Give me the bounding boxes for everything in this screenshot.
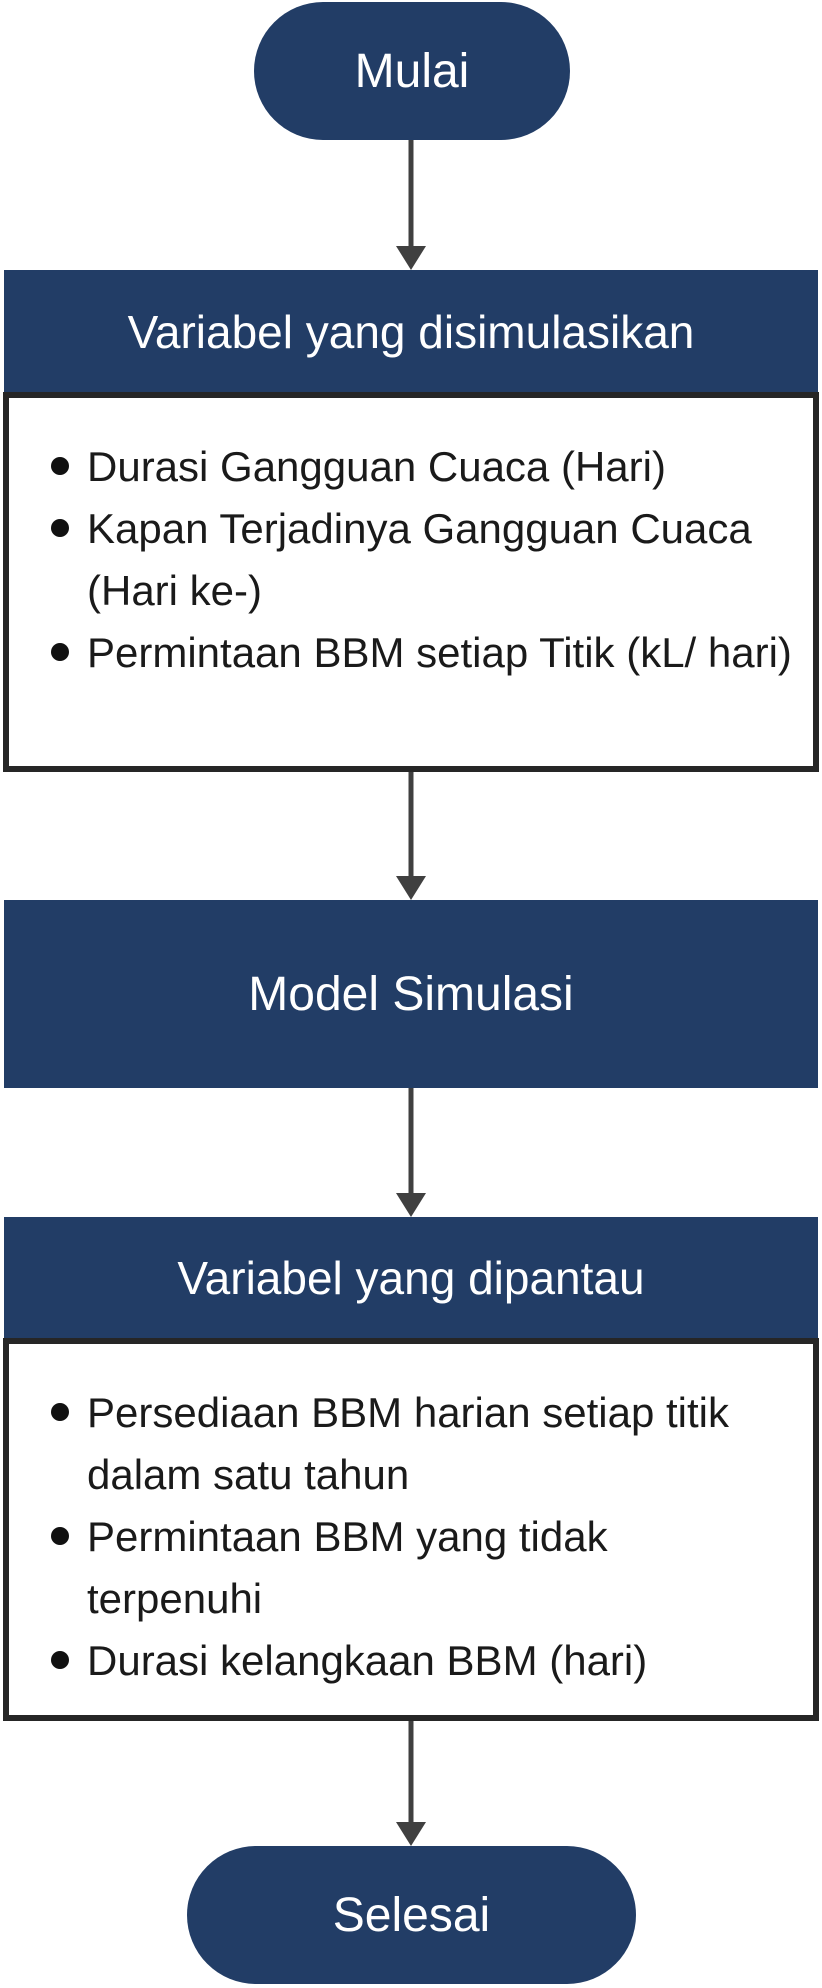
monitored-variables-list: Persediaan BBM harian setiap titik dalam…	[51, 1382, 793, 1692]
list-item-text: Durasi Gangguan Cuaca (Hari)	[87, 443, 666, 490]
monitored-variables-header: Variabel yang dipantau	[4, 1217, 818, 1339]
bullet-icon	[51, 1651, 69, 1669]
simulated-variables-header: Variabel yang disimulasikan	[4, 270, 818, 394]
monitored-variables-box: Persediaan BBM harian setiap titik dalam…	[3, 1338, 819, 1721]
bullet-icon	[51, 457, 69, 475]
bullet-icon	[51, 1403, 69, 1421]
monitored-variables-title: Variabel yang dipantau	[177, 1252, 645, 1304]
arrowhead-model-to-monitored	[396, 1193, 426, 1217]
simulation-model-label: Model Simulasi	[248, 967, 574, 1021]
list-item: Kapan Terjadinya Gangguan Cuaca (Hari ke…	[51, 498, 793, 622]
list-item-text: Permintaan BBM yang tidak terpenuhi	[87, 1513, 608, 1622]
end-terminal: Selesai	[187, 1846, 636, 1984]
list-item: Permintaan BBM setiap Titik (kL/ hari)	[51, 622, 793, 684]
list-item: Durasi kelangkaan BBM (hari)	[51, 1630, 793, 1692]
simulated-variables-list: Durasi Gangguan Cuaca (Hari) Kapan Terja…	[51, 436, 793, 684]
simulated-variables-box: Durasi Gangguan Cuaca (Hari) Kapan Terja…	[3, 392, 819, 772]
simulated-variables-title: Variabel yang disimulasikan	[127, 306, 695, 358]
start-terminal: Mulai	[254, 2, 570, 140]
start-label: Mulai	[354, 44, 470, 98]
simulation-model-process: Model Simulasi	[4, 900, 818, 1088]
arrowhead-start-to-simulated	[396, 246, 426, 270]
list-item-text: Permintaan BBM setiap Titik (kL/ hari)	[87, 629, 792, 676]
list-item: Persediaan BBM harian setiap titik dalam…	[51, 1382, 793, 1506]
bullet-icon	[51, 643, 69, 661]
list-item: Durasi Gangguan Cuaca (Hari)	[51, 436, 793, 498]
list-item-text: Kapan Terjadinya Gangguan Cuaca (Hari ke…	[87, 505, 752, 614]
list-item-text: Persediaan BBM harian setiap titik dalam…	[87, 1389, 729, 1498]
list-item: Permintaan BBM yang tidak terpenuhi	[51, 1506, 793, 1630]
arrowhead-monitored-to-end	[396, 1822, 426, 1846]
arrowhead-simulated-to-model	[396, 876, 426, 900]
end-label: Selesai	[332, 1888, 491, 1942]
bullet-icon	[51, 519, 69, 537]
bullet-icon	[51, 1527, 69, 1545]
list-item-text: Durasi kelangkaan BBM (hari)	[87, 1637, 648, 1684]
